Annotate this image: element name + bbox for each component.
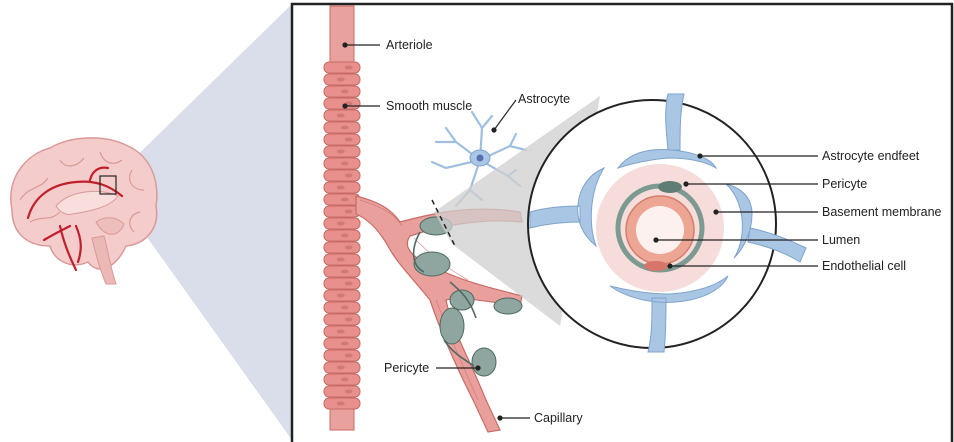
lumen-space [636,206,684,254]
smooth-muscle-nucleus [337,186,345,190]
smooth-muscle-ring [324,134,360,145]
smooth-muscle-nucleus [341,270,349,274]
smooth-muscle-nucleus [345,138,353,142]
smooth-muscle-nucleus [341,378,349,382]
smooth-muscle-nucleus [337,330,345,334]
smooth-muscle-nucleus [341,234,349,238]
smooth-muscle-ring [324,350,360,361]
label-astrocyte-endfeet: Astrocyte endfeet [822,149,919,163]
brain-illustration [11,138,157,284]
smooth-muscle-layer [324,62,360,409]
smooth-muscle-nucleus [345,210,353,214]
smooth-muscle-nucleus [341,90,349,94]
pericyte-nucleus [658,181,682,193]
label-basement-membrane: Basement membrane [822,205,942,219]
label-endothelial-cell: Endothelial cell [822,259,906,273]
smooth-muscle-nucleus [337,222,345,226]
smooth-muscle-ring [324,314,360,325]
smooth-muscle-nucleus [337,294,345,298]
label-pericyte-vessel: Pericyte [384,361,429,375]
smooth-muscle-nucleus [337,114,345,118]
smooth-muscle-nucleus [341,342,349,346]
smooth-muscle-ring [324,206,360,217]
smooth-muscle-nucleus [345,66,353,70]
smooth-muscle-nucleus [341,126,349,130]
endothelial-nucleus [644,261,668,271]
smooth-muscle-nucleus [345,318,353,322]
label-arteriole: Arteriole [386,38,433,52]
smooth-muscle-nucleus [345,174,353,178]
smooth-muscle-nucleus [337,150,345,154]
smooth-muscle-ring [324,62,360,73]
smooth-muscle-nucleus [341,198,349,202]
smooth-muscle-ring [324,242,360,253]
smooth-muscle-nucleus [337,366,345,370]
label-smooth-muscle: Smooth muscle [386,99,472,113]
smooth-muscle-nucleus [345,354,353,358]
smooth-muscle-nucleus [337,78,345,82]
smooth-muscle-nucleus [345,282,353,286]
label-pericyte-cross-section: Pericyte [822,177,867,191]
smooth-muscle-nucleus [345,246,353,250]
smooth-muscle-ring [324,170,360,181]
smooth-muscle-nucleus [341,162,349,166]
smooth-muscle-ring [324,98,360,109]
smooth-muscle-nucleus [341,306,349,310]
smooth-muscle-nucleus [345,390,353,394]
label-capillary: Capillary [534,411,583,425]
smooth-muscle-ring [324,278,360,289]
smooth-muscle-nucleus [337,258,345,262]
smooth-muscle-ring [324,386,360,397]
label-astrocyte: Astrocyte [518,92,570,106]
label-lumen: Lumen [822,233,860,247]
smooth-muscle-nucleus [337,402,345,406]
